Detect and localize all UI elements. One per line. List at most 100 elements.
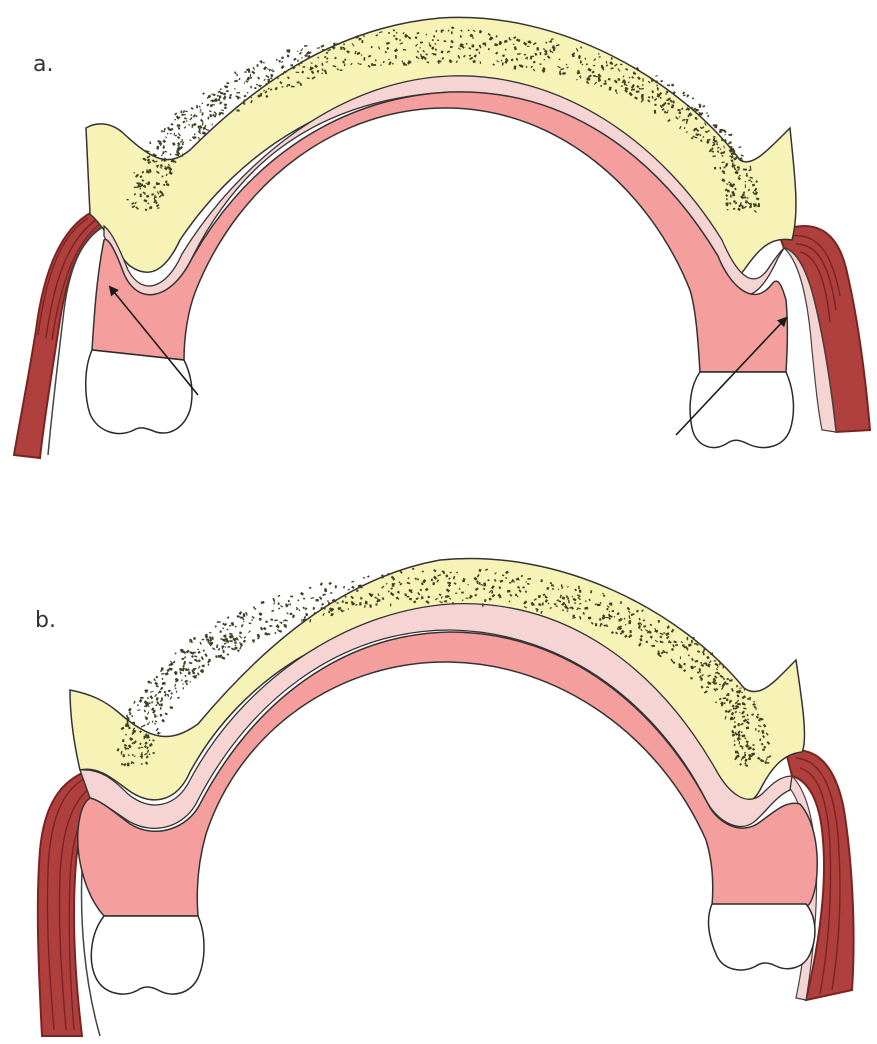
- bone-speckle: [226, 90, 229, 92]
- bone-speckle: [177, 117, 179, 119]
- bone-speckle: [721, 139, 724, 141]
- bone-speckle: [155, 704, 157, 706]
- left-lip-muscle: [14, 212, 104, 458]
- bone-speckle: [244, 82, 245, 84]
- bone-speckle: [509, 582, 511, 584]
- bone-speckle: [272, 598, 275, 602]
- bone-speckle: [723, 129, 727, 133]
- bone-speckle: [444, 40, 447, 42]
- bone-speckle: [182, 683, 184, 684]
- bone-speckle: [165, 672, 169, 676]
- bone-speckle: [220, 638, 224, 641]
- bone-speckle: [186, 120, 188, 122]
- bone-speckle: [749, 697, 751, 700]
- bone-speckle: [328, 582, 331, 585]
- bone-speckle: [540, 52, 542, 55]
- bone-speckle: [593, 65, 595, 66]
- bone-speckle: [218, 655, 221, 657]
- bone-speckle: [199, 106, 201, 108]
- bone-speckle: [229, 633, 233, 636]
- bone-speckle: [767, 757, 770, 758]
- bone-speckle: [252, 67, 255, 70]
- bone-speckle: [399, 39, 400, 41]
- bone-speckle: [673, 662, 676, 664]
- bone-speckle: [182, 649, 184, 651]
- panel-label-a: a.: [33, 52, 53, 77]
- bone-speckle: [189, 662, 193, 665]
- bone-speckle: [703, 653, 705, 655]
- bone-speckle: [604, 625, 608, 627]
- bone-speckle: [224, 103, 227, 106]
- bone-speckle: [223, 96, 227, 100]
- bone-speckle: [223, 650, 225, 654]
- bone-speckle: [145, 735, 147, 737]
- bone-speckle: [363, 57, 365, 60]
- bone-speckle: [169, 169, 172, 170]
- bone-speckle: [630, 630, 632, 633]
- bone-speckle: [160, 714, 163, 717]
- panel-a-drawing: [14, 17, 870, 458]
- bone-speckle: [671, 84, 674, 87]
- bone-speckle: [601, 65, 603, 67]
- bone-speckle: [213, 94, 216, 97]
- bone-speckle: [122, 754, 125, 757]
- bone-speckle: [680, 656, 681, 659]
- bone-speckle: [206, 103, 209, 106]
- bone-speckle: [263, 62, 265, 63]
- bone-speckle: [387, 573, 389, 575]
- bone-speckle: [186, 650, 190, 654]
- bone-speckle: [149, 695, 153, 699]
- bone-speckle: [211, 94, 213, 95]
- bone-speckle: [315, 599, 318, 602]
- bone-speckle: [178, 127, 181, 130]
- bone-speckle: [281, 57, 283, 59]
- bone-speckle: [742, 194, 744, 197]
- bone-speckle: [159, 704, 161, 706]
- bone-speckle: [173, 661, 176, 664]
- bone-speckle: [175, 687, 177, 689]
- bone-speckle: [184, 675, 186, 677]
- bone-speckle: [165, 151, 167, 153]
- bone-speckle: [536, 47, 539, 50]
- bone-speckle: [254, 87, 256, 89]
- bone-speckle: [137, 704, 139, 706]
- bone-speckle: [276, 59, 278, 61]
- bone-speckle: [620, 64, 622, 65]
- bone-speckle: [330, 592, 332, 593]
- bone-speckle: [642, 78, 643, 82]
- bone-speckle: [412, 568, 414, 570]
- bone-speckle: [492, 591, 493, 593]
- bone-speckle: [322, 49, 325, 51]
- bone-speckle: [265, 75, 268, 78]
- bone-speckle: [667, 626, 669, 628]
- bone-speckle: [170, 153, 172, 155]
- bone-speckle: [212, 647, 216, 650]
- bone-speckle: [224, 85, 228, 87]
- bone-speckle: [227, 646, 230, 648]
- bone-speckle: [733, 200, 736, 203]
- bone-speckle: [675, 644, 678, 646]
- bone-speckle: [700, 662, 702, 664]
- bone-speckle: [211, 123, 213, 125]
- bone-speckle: [735, 751, 738, 754]
- bone-speckle: [236, 74, 237, 76]
- bone-speckle: [744, 754, 746, 756]
- bone-speckle: [171, 123, 174, 125]
- bone-speckle: [235, 625, 237, 627]
- bone-speckle: [177, 697, 180, 700]
- bone-speckle: [137, 182, 139, 184]
- bone-speckle: [174, 652, 176, 654]
- bone-speckle: [235, 645, 237, 647]
- bone-speckle: [550, 582, 552, 584]
- bone-speckle: [397, 591, 399, 593]
- bone-speckle: [160, 687, 163, 691]
- bone-speckle: [298, 609, 300, 611]
- bone-speckle: [726, 683, 729, 685]
- bone-speckle: [485, 44, 486, 46]
- bone-speckle: [269, 625, 272, 627]
- bone-speckle: [174, 133, 175, 136]
- bone-speckle: [612, 610, 614, 612]
- bone-speckle: [183, 661, 186, 665]
- bone-speckle: [218, 648, 221, 651]
